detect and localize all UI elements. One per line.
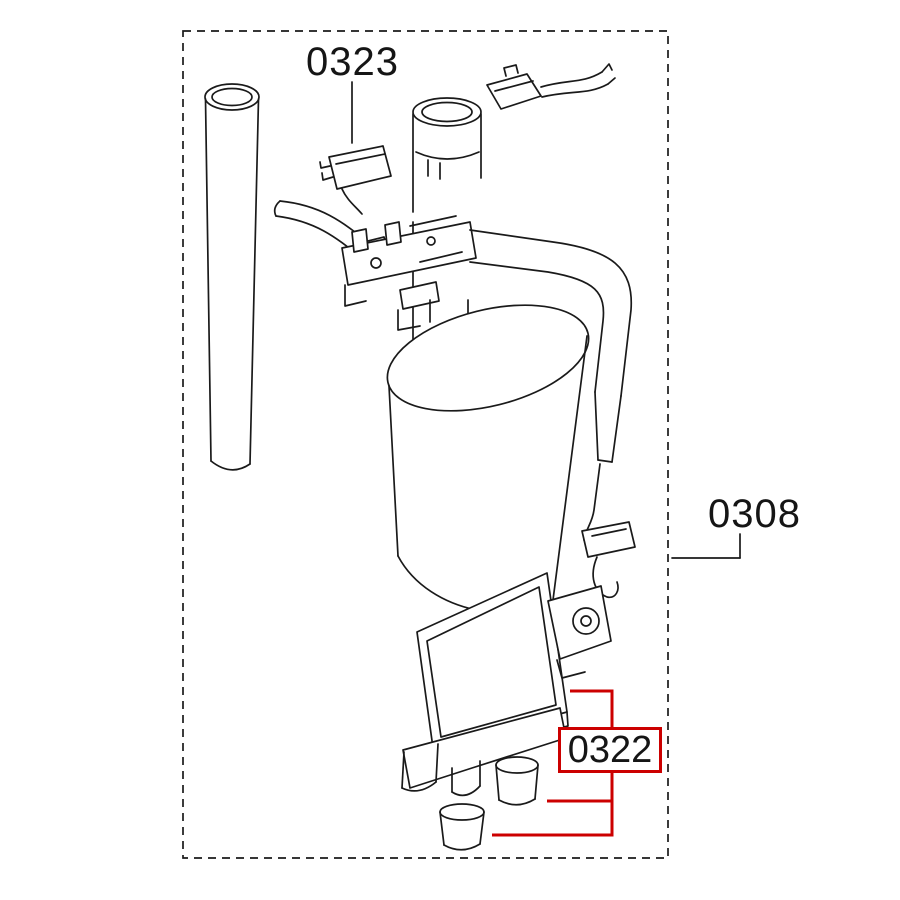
cap-small-lower xyxy=(439,803,485,851)
cap-small-upper xyxy=(495,756,539,806)
part-label-0322: 0322 xyxy=(567,728,653,771)
micro-switch-left xyxy=(319,145,392,215)
left-tube-drawing xyxy=(204,83,260,471)
dashed-boundary xyxy=(182,30,669,859)
highlight-box: 0322 xyxy=(558,727,662,773)
bracket-assembly xyxy=(341,215,477,331)
part-label-0308: 0308 xyxy=(708,492,801,536)
leader-line-0308 xyxy=(671,533,741,559)
drain-hose xyxy=(469,229,633,463)
funnel-body xyxy=(386,304,590,614)
dispenser-box xyxy=(416,572,612,763)
hook-clip xyxy=(581,463,636,599)
highlight-lines-0322 xyxy=(492,689,614,837)
base-spout xyxy=(401,707,567,797)
micro-switch-top xyxy=(486,63,616,110)
part-label-0323: 0323 xyxy=(306,40,399,84)
